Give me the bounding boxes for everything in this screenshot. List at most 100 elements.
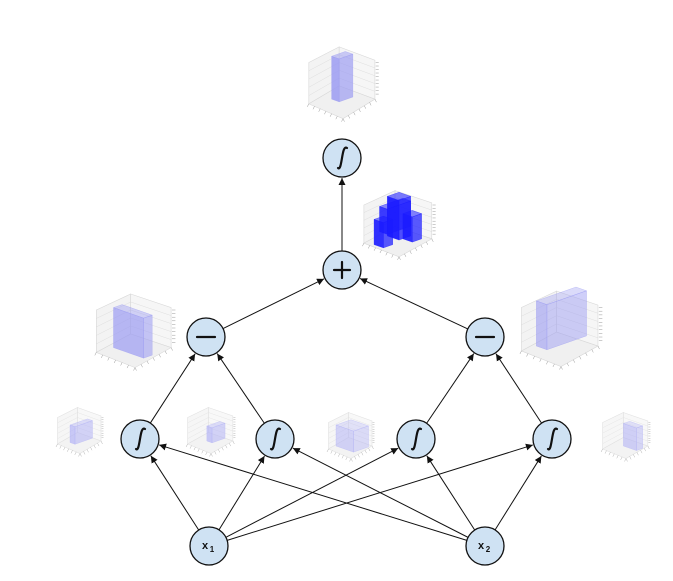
- axis-tick: [134, 367, 137, 371]
- axis-tick: [83, 451, 86, 455]
- axis-tick: [350, 458, 353, 462]
- thumb-m1: [94, 293, 176, 371]
- axis-tick: [307, 103, 310, 107]
- node-out: [322, 138, 362, 178]
- axis-tick: [345, 456, 348, 461]
- grid-line: [556, 299, 599, 314]
- grid-line: [328, 427, 349, 439]
- axis-tick: [79, 453, 82, 457]
- axis-tick: [113, 359, 116, 364]
- axis-tick: [526, 353, 529, 357]
- bar-top: [386, 192, 412, 201]
- axis-tick: [67, 448, 69, 452]
- axis-tick: [152, 357, 155, 361]
- axis-tick: [353, 112, 356, 116]
- grid-line: [77, 417, 102, 427]
- bar-top: [112, 304, 153, 319]
- node-s4: [532, 419, 572, 459]
- axis-tick: [334, 452, 337, 456]
- bar-top: [330, 51, 354, 60]
- axis-tick: [371, 445, 374, 450]
- axis-tick: [362, 243, 365, 247]
- grid-line: [208, 422, 233, 432]
- grid-line: [602, 432, 624, 444]
- axis-tick: [625, 458, 628, 462]
- axis-tick: [546, 361, 549, 365]
- axis-tick: [620, 456, 623, 461]
- grid-line: [187, 412, 209, 423]
- axis-tick: [225, 445, 228, 449]
- axis-tick: [93, 445, 96, 449]
- axis-tick: [385, 252, 388, 256]
- axis-tick: [391, 254, 394, 258]
- axis-tick: [636, 452, 639, 456]
- grid-line: [623, 427, 648, 437]
- axis-tick: [532, 356, 535, 360]
- axis-tick: [354, 456, 357, 460]
- axis-tick: [358, 108, 361, 113]
- axis-tick: [608, 452, 611, 456]
- edge-x1-s1: [150, 455, 200, 531]
- grid-line: [623, 417, 648, 427]
- axis-tick: [539, 358, 542, 362]
- edge-s2-m1: [216, 353, 265, 424]
- axis-tick: [335, 116, 338, 120]
- axis-tick: [318, 108, 321, 112]
- axis-tick: [364, 450, 367, 454]
- bar-top: [69, 418, 94, 428]
- grid-line: [602, 422, 624, 434]
- axis-tick: [120, 362, 123, 366]
- axis-tick: [364, 105, 367, 109]
- axis-tick: [146, 360, 149, 365]
- axis-tick: [205, 451, 208, 456]
- bar-face: [636, 425, 643, 451]
- edge-s1-m1: [149, 353, 196, 424]
- axis-tick: [329, 113, 332, 117]
- grid-line: [348, 432, 373, 442]
- thumb-s1: [55, 407, 104, 457]
- axis-tick: [404, 253, 407, 257]
- axis-tick: [338, 453, 340, 457]
- edge-s4-m2: [495, 353, 542, 424]
- grid-line: [187, 417, 209, 429]
- thumbnails-layer: [55, 46, 651, 462]
- grid-line: [328, 422, 349, 434]
- edge-x1-s2: [218, 455, 265, 531]
- bar-face: [331, 55, 340, 103]
- grid-line: [623, 422, 648, 432]
- axis-tick: [573, 359, 576, 363]
- axis-tick: [368, 447, 371, 452]
- grid-line: [556, 307, 599, 322]
- axis-tick: [409, 250, 412, 254]
- bar-top: [206, 421, 226, 429]
- bar-face: [536, 300, 548, 351]
- axis-tick: [369, 102, 372, 106]
- axis-tick: [221, 447, 224, 451]
- grid-line: [556, 323, 599, 339]
- axis-tick: [349, 458, 352, 462]
- bar-top: [335, 419, 370, 432]
- bar-face: [74, 420, 93, 445]
- sigmoid-icon: [336, 146, 349, 170]
- edge-x2-s1: [158, 443, 468, 541]
- axis-tick: [197, 448, 200, 452]
- bar-face: [338, 53, 354, 103]
- edge-s3-m2: [426, 353, 475, 424]
- input-subscript: 2: [486, 545, 491, 554]
- node-circle: [189, 526, 229, 566]
- axis-tick: [348, 115, 351, 119]
- axis-tick: [357, 454, 360, 458]
- node-s3: [396, 419, 436, 459]
- edge-x2-s2: [292, 447, 469, 538]
- grid-line: [208, 412, 233, 422]
- axis-tick: [519, 350, 522, 355]
- axis-tick: [431, 238, 434, 242]
- axis-tick: [164, 350, 167, 355]
- axis-tick: [63, 447, 66, 451]
- grid-line: [348, 422, 373, 432]
- axis-tick: [74, 451, 77, 456]
- grid-line: [187, 427, 209, 439]
- axis-tick: [597, 345, 600, 350]
- thumb-m2: [519, 286, 603, 370]
- axis-tick: [94, 352, 97, 356]
